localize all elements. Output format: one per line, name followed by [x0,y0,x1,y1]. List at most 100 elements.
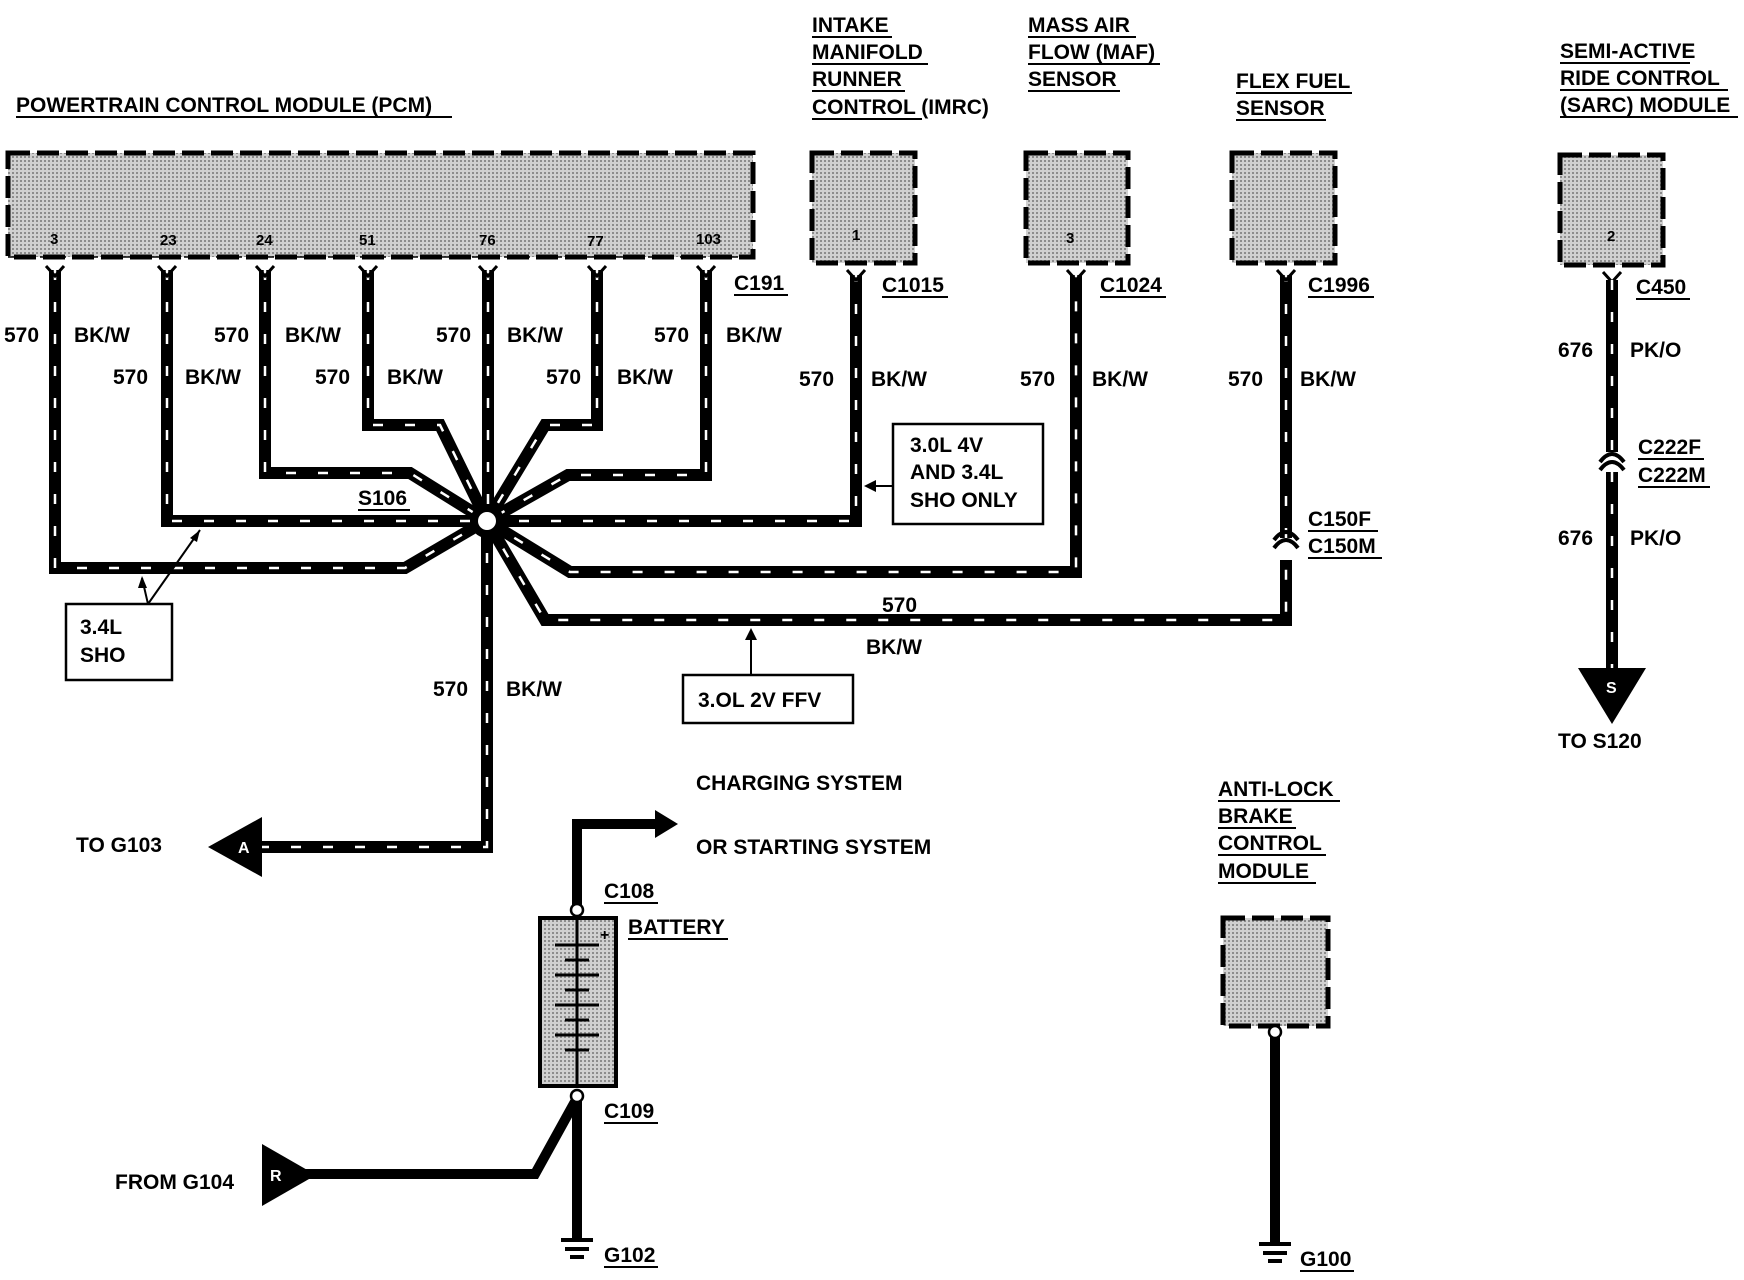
svg-text:ANTI-LOCK: ANTI-LOCK [1218,778,1333,801]
pcm-pin-23: 23 [160,232,177,249]
connector-c150: C150F C150M [1272,508,1382,559]
connector-c1024: C1024 [1100,274,1162,297]
abs-ground-wire[interactable] [1267,1024,1283,1245]
svg-text:CONTROL: CONTROL [1218,832,1322,855]
svg-text:MANIFOLD: MANIFOLD [812,41,923,64]
svg-text:570: 570 [799,368,834,391]
svg-text:C222F: C222F [1638,436,1701,459]
battery-label: BATTERY [628,916,725,939]
svg-text:BK/W: BK/W [74,324,130,347]
maf-pin-3: 3 [1066,230,1074,247]
svg-text:BK/W: BK/W [1300,368,1356,391]
battery[interactable]: + [538,916,618,1088]
svg-text:570: 570 [214,324,249,347]
battery-ground-wire[interactable] [305,1088,585,1240]
ref-arrow-a[interactable]: A [208,817,262,877]
flex-fuel-sensor[interactable] [1229,150,1338,266]
pcm-pin-76: 76 [479,232,496,249]
svg-text:C150F: C150F [1308,508,1371,531]
svg-text:570: 570 [1020,368,1055,391]
connector-c109: C109 [604,1100,654,1123]
svg-text:570: 570 [4,324,39,347]
svg-text:BK/W: BK/W [506,678,562,701]
splice-s106[interactable] [470,504,504,538]
svg-text:(SARC) MODULE: (SARC) MODULE [1560,94,1730,117]
connector-c191: C191 [734,272,785,295]
pcm-pin-3: 3 [50,231,58,248]
svg-text:RIDE CONTROL: RIDE CONTROL [1560,67,1720,90]
svg-text:S: S [1606,680,1617,697]
svg-text:FLEX FUEL: FLEX FUEL [1236,70,1351,93]
imrc-label: INTAKE MANIFOLD RUNNER CONTROL (IMRC) [812,14,989,120]
ref-arrow-r[interactable]: R [262,1144,316,1206]
svg-text:BK/W: BK/W [726,324,782,347]
pcm-pin-51: 51 [359,232,376,249]
maf-label: MASS AIR FLOW (MAF) SENSOR [1028,14,1160,92]
svg-text:SENSOR: SENSOR [1236,97,1325,120]
sarc-wire[interactable] [1598,280,1626,668]
svg-text:3.0L 4V: 3.0L 4V [910,434,983,457]
svg-text:BK/W: BK/W [617,366,673,389]
svg-text:SHO: SHO [80,644,126,667]
svg-text:570: 570 [315,366,350,389]
pcm-module[interactable] [5,150,756,260]
charging-system-label: CHARGING SYSTEM [696,772,903,795]
pcm-wire-harness[interactable] [49,270,1292,853]
svg-text:570: 570 [436,324,471,347]
ref-arrow-s[interactable]: S [1578,668,1646,724]
connector-c108: C108 [604,880,655,903]
svg-text:BK/W: BK/W [871,368,927,391]
ground-g100-icon [1259,1242,1291,1263]
connector-c1015: C1015 [882,274,944,297]
imrc-pin-1: 1 [852,227,860,244]
pcm-label: POWERTRAIN CONTROL MODULE (PCM) [16,94,432,117]
svg-text:R: R [270,1168,282,1185]
splice-label: S106 [358,487,407,510]
from-g104-label: FROM G104 [115,1171,234,1194]
svg-text:570: 570 [654,324,689,347]
svg-text:570: 570 [1228,368,1263,391]
to-s120-label: TO S120 [1558,730,1642,753]
svg-text:MASS AIR: MASS AIR [1028,14,1130,37]
svg-text:BK/W: BK/W [387,366,443,389]
flex-fuel-label: FLEX FUEL SENSOR [1236,70,1352,121]
to-g103-label: TO G103 [76,834,162,857]
svg-text:BK/W: BK/W [185,366,241,389]
svg-text:570: 570 [546,366,581,389]
svg-text:SEMI-ACTIVE: SEMI-ACTIVE [1560,40,1695,63]
svg-text:BRAKE: BRAKE [1218,805,1293,828]
note-3-0l-4v: 3.0L 4V AND 3.4L SHO ONLY [864,422,1045,526]
svg-text:INTAKE: INTAKE [812,14,889,37]
sarc-label: SEMI-ACTIVE RIDE CONTROL (SARC) MODULE [1560,40,1738,118]
starting-system-label: OR STARTING SYSTEM [696,836,931,859]
svg-text:AND 3.4L: AND 3.4L [910,461,1004,484]
pcm-pin-24: 24 [256,232,273,249]
connector-c450: C450 [1636,276,1686,299]
svg-text:3.4L: 3.4L [80,616,122,639]
svg-text:RUNNER: RUNNER [812,68,902,91]
abs-module[interactable] [1220,915,1331,1029]
svg-text:C222M: C222M [1638,464,1706,487]
note-3-0l-2v-ffv: 3.OL 2V FFV [681,628,855,725]
connector-c1996: C1996 [1308,274,1370,297]
maf-sensor[interactable] [1023,150,1131,266]
svg-text:676: 676 [1558,339,1593,362]
svg-text:BK/W: BK/W [285,324,341,347]
svg-text:SENSOR: SENSOR [1028,68,1117,91]
abs-label: ANTI-LOCK BRAKE CONTROL MODULE [1218,778,1340,884]
svg-text:A: A [238,840,250,857]
svg-text:3.OL 2V FFV: 3.OL 2V FFV [698,689,821,712]
svg-text:570: 570 [113,366,148,389]
svg-text:PK/O: PK/O [1630,339,1681,362]
sarc-module[interactable] [1557,152,1666,268]
imrc-module[interactable] [809,150,918,266]
note-3-4l-sho: 3.4L SHO [64,529,201,682]
svg-text:PK/O: PK/O [1630,527,1681,550]
svg-text:CONTROL (IMRC): CONTROL (IMRC) [812,96,989,119]
svg-text:+: + [600,927,609,944]
svg-text:570: 570 [882,594,917,617]
pcm-pin-77: 77 [587,233,604,250]
connector-ticks [44,264,1623,285]
